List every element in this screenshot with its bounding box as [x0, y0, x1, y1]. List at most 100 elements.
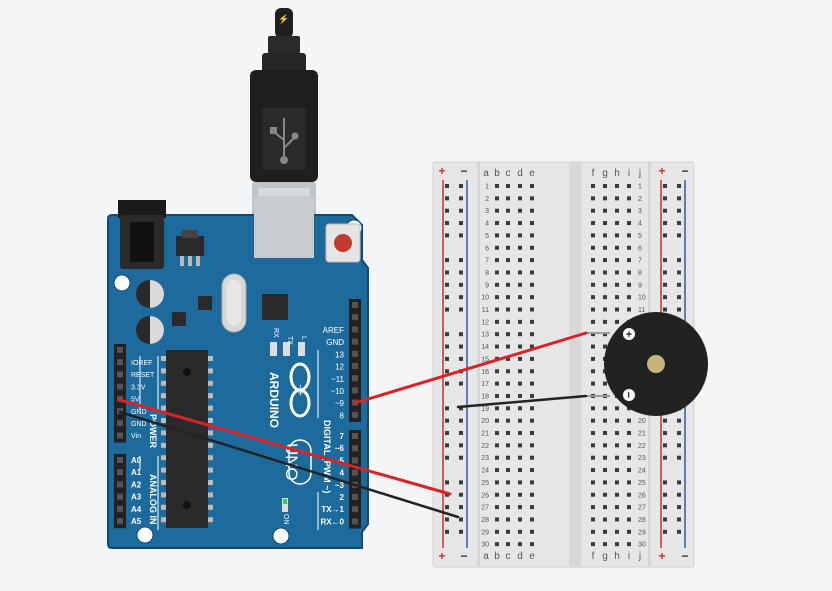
rail-hole[interactable]: [459, 492, 463, 497]
rail-hole[interactable]: [677, 431, 681, 435]
rail-hole[interactable]: [663, 455, 667, 460]
breadboard-hole[interactable]: [627, 282, 631, 287]
rail-hole[interactable]: [663, 492, 667, 497]
breadboard-hole[interactable]: [495, 307, 499, 312]
breadboard-hole[interactable]: [591, 468, 595, 473]
breadboard-hole[interactable]: [591, 307, 595, 312]
rail-hole[interactable]: [677, 492, 681, 497]
breadboard-hole[interactable]: [495, 344, 499, 349]
breadboard-hole[interactable]: [530, 295, 534, 300]
breadboard-hole[interactable]: [627, 184, 631, 188]
header-pin[interactable]: [352, 375, 358, 382]
breadboard-hole[interactable]: [530, 455, 534, 460]
rail-hole[interactable]: [445, 332, 449, 337]
breadboard-hole[interactable]: [591, 344, 595, 349]
rail-hole[interactable]: [677, 282, 681, 287]
rail-hole[interactable]: [445, 406, 449, 411]
breadboard-hole[interactable]: [530, 258, 534, 263]
breadboard-hole[interactable]: [506, 418, 510, 423]
rail-hole[interactable]: [445, 282, 449, 287]
breadboard-hole[interactable]: [530, 356, 534, 361]
rail-hole[interactable]: [677, 233, 681, 238]
rail-hole[interactable]: [459, 307, 463, 312]
rail-hole[interactable]: [677, 505, 681, 510]
breadboard-hole[interactable]: [530, 282, 534, 287]
breadboard-hole[interactable]: [615, 221, 619, 226]
black-wire-buzzer[interactable]: [456, 394, 588, 409]
breadboard-hole[interactable]: [615, 233, 619, 238]
breadboard-hole[interactable]: [518, 184, 522, 188]
rail-hole[interactable]: [459, 270, 463, 275]
header-pin[interactable]: [352, 411, 358, 418]
breadboard-hole[interactable]: [591, 369, 595, 374]
rail-hole[interactable]: [445, 221, 449, 226]
breadboard-hole[interactable]: [530, 233, 534, 238]
header-pin[interactable]: [117, 371, 123, 378]
breadboard-hole[interactable]: [530, 542, 534, 547]
breadboard-hole[interactable]: [615, 529, 619, 534]
breadboard-hole[interactable]: [495, 455, 499, 460]
breadboard-hole[interactable]: [495, 418, 499, 423]
breadboard-hole[interactable]: [530, 196, 534, 201]
breadboard-hole[interactable]: [627, 492, 631, 497]
breadboard-hole[interactable]: [518, 332, 522, 337]
breadboard-hole[interactable]: [627, 245, 631, 250]
header-pin[interactable]: [352, 387, 358, 394]
breadboard-hole[interactable]: [518, 468, 522, 473]
breadboard-hole[interactable]: [530, 245, 534, 250]
breadboard-hole[interactable]: [603, 245, 607, 250]
rail-hole[interactable]: [663, 480, 667, 485]
rail-hole[interactable]: [663, 307, 667, 312]
breadboard-hole[interactable]: [603, 344, 607, 349]
rail-hole[interactable]: [663, 517, 667, 522]
header-pin[interactable]: [117, 481, 123, 488]
breadboard-hole[interactable]: [506, 221, 510, 226]
breadboard-hole[interactable]: [506, 196, 510, 201]
rail-hole[interactable]: [445, 356, 449, 361]
rail-hole[interactable]: [677, 480, 681, 485]
breadboard-hole[interactable]: [506, 517, 510, 522]
breadboard-hole[interactable]: [495, 381, 499, 386]
breadboard-hole[interactable]: [591, 221, 595, 226]
header-pin[interactable]: [352, 469, 358, 476]
rail-hole[interactable]: [663, 184, 667, 188]
breadboard-hole[interactable]: [518, 529, 522, 534]
rail-hole[interactable]: [445, 381, 449, 386]
breadboard-hole[interactable]: [615, 542, 619, 547]
breadboard-hole[interactable]: [518, 233, 522, 238]
breadboard-hole[interactable]: [530, 480, 534, 485]
breadboard-hole[interactable]: [530, 529, 534, 534]
breadboard-hole[interactable]: [591, 431, 595, 435]
breadboard-hole[interactable]: [615, 258, 619, 263]
breadboard-hole[interactable]: [627, 480, 631, 485]
rail-hole[interactable]: [459, 529, 463, 534]
breadboard-hole[interactable]: [506, 307, 510, 312]
breadboard-hole[interactable]: [506, 245, 510, 250]
breadboard-hole[interactable]: [615, 505, 619, 510]
breadboard-hole[interactable]: [615, 208, 619, 213]
breadboard-hole[interactable]: [495, 505, 499, 510]
breadboard-hole[interactable]: [495, 233, 499, 238]
breadboard-hole[interactable]: [603, 455, 607, 460]
rail-hole[interactable]: [445, 529, 449, 534]
breadboard-hole[interactable]: [518, 221, 522, 226]
breadboard-hole[interactable]: [518, 393, 522, 398]
breadboard-hole[interactable]: [518, 208, 522, 213]
rail-hole[interactable]: [663, 282, 667, 287]
breadboard-hole[interactable]: [495, 517, 499, 522]
breadboard-hole[interactable]: [518, 418, 522, 423]
breadboard-hole[interactable]: [627, 468, 631, 473]
breadboard-hole[interactable]: [518, 344, 522, 349]
rail-hole[interactable]: [459, 332, 463, 337]
breadboard-hole[interactable]: [518, 443, 522, 448]
breadboard-hole[interactable]: [627, 505, 631, 510]
breadboard-hole[interactable]: [506, 319, 510, 324]
rail-hole[interactable]: [677, 307, 681, 312]
breadboard-hole[interactable]: [518, 282, 522, 287]
breadboard-hole[interactable]: [530, 443, 534, 448]
breadboard-hole[interactable]: [627, 258, 631, 263]
digital-header-low[interactable]: [349, 430, 361, 529]
rail-hole[interactable]: [445, 196, 449, 201]
breadboard-hole[interactable]: [495, 221, 499, 226]
